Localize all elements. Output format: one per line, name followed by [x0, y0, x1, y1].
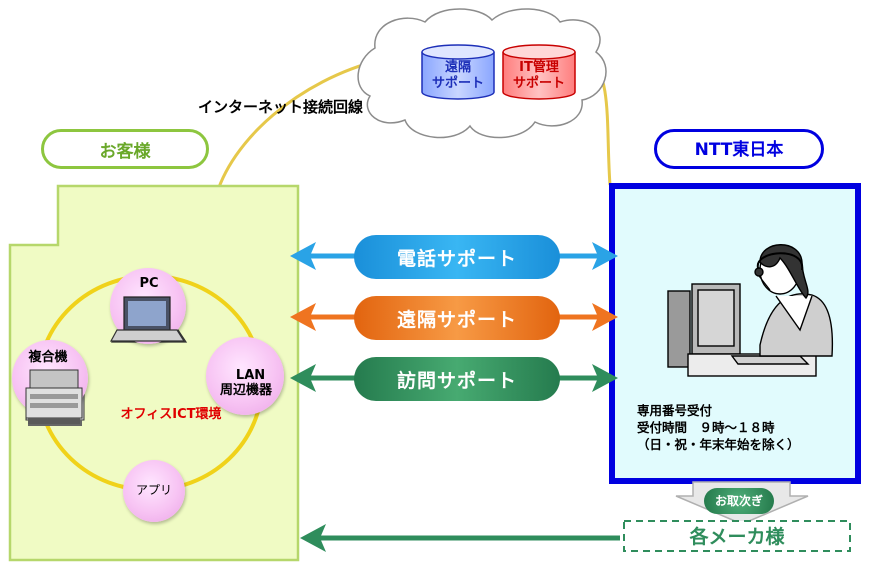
hours-line-2: 受付時間 ９時～１８時: [637, 420, 775, 435]
visit-support-label: 訪問サポート: [354, 357, 560, 401]
phone-support-label: 電話サポート: [354, 235, 560, 279]
app-label: アプリ: [135, 483, 172, 497]
remote-support-label: 遠隔サポート: [354, 296, 560, 340]
office-env-label: オフィスICT環境: [120, 407, 222, 422]
operator-icon: [667, 244, 834, 377]
lan-label-text: LAN 周辺機器: [219, 368, 272, 398]
internet-line-label: インターネット接続回線: [198, 98, 364, 116]
customer-title: お客様: [41, 129, 209, 169]
ntt-hours: 専用番号受付 受付時間 ９時～１８時 （日・祝・年末年始を除く）: [637, 402, 800, 453]
hours-line-3: （日・祝・年末年始を除く）: [637, 437, 800, 452]
remote-db-label: 遠隔 サポート: [431, 60, 484, 91]
pc-label: PC: [139, 276, 159, 291]
app-node: [123, 460, 185, 522]
ntt-title: NTT東日本: [654, 129, 824, 169]
handoff-label: お取次ぎ: [704, 488, 774, 514]
it-db-label: IT管理 サポート: [512, 60, 565, 91]
makers-return-arrow: [300, 524, 620, 552]
it-management-db-icon: [502, 44, 576, 100]
lan-label: LAN 周辺機器: [212, 353, 280, 398]
makers-box: [623, 520, 851, 552]
mfp-label: 複合機: [28, 350, 68, 365]
hours-line-1: 専用番号受付: [637, 403, 713, 418]
makers-label: 各メーカ様: [689, 526, 785, 548]
remote-support-db-icon: [421, 44, 495, 100]
lan-node: [206, 337, 284, 415]
